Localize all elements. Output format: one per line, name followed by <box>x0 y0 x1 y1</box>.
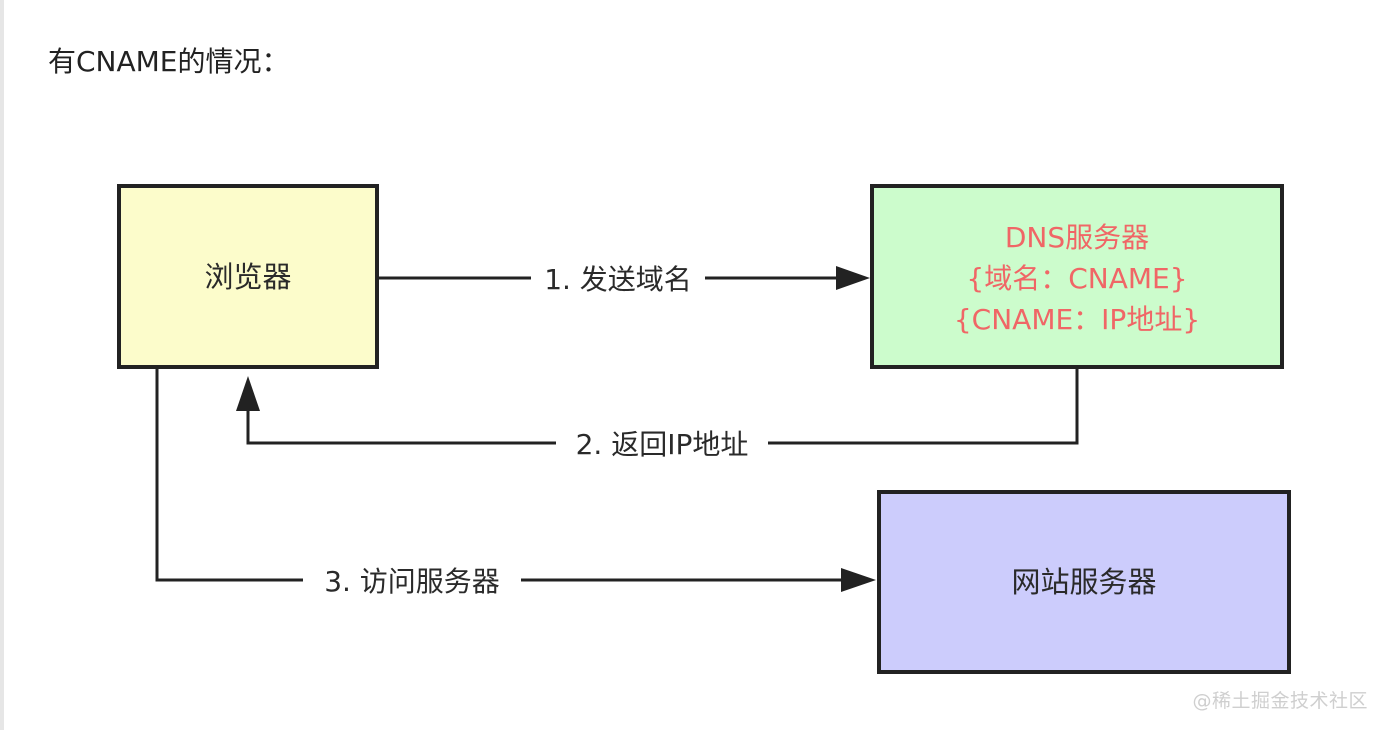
watermark: @稀土掘金技术社区 <box>1192 690 1368 712</box>
edge-visit-server-arrowhead <box>841 568 876 592</box>
edge-visit-server-label-bg <box>303 560 521 600</box>
browser-label: 浏览器 <box>204 260 291 294</box>
edge-visit-server-line <box>155 369 842 582</box>
edge-send-domain-arrowhead <box>836 266 870 290</box>
dns-server-node <box>870 184 1284 369</box>
edge-send-domain-label: 1. 发送域名 <box>544 263 692 296</box>
website-server-label: 网站服务器 <box>1011 565 1156 599</box>
dns-record-cname-ip: {CNAME：IP地址} <box>954 303 1200 336</box>
page-heading: 有CNAME的情况： <box>48 45 290 78</box>
edge-return-ip-label: 2. 返回IP地址 <box>576 428 749 461</box>
left-border <box>0 0 4 730</box>
browser-node <box>117 184 379 369</box>
edge-return-ip-label-bg <box>556 423 768 463</box>
dns-server-title: DNS服务器 <box>1005 221 1149 254</box>
website-server-node <box>877 490 1291 674</box>
edge-send-domain-label-bg <box>531 258 705 298</box>
edge-return-ip-arrowhead <box>236 376 260 411</box>
edge-visit-server-label: 3. 访问服务器 <box>324 565 500 598</box>
dns-record-domain-cname: {域名：CNAME} <box>966 262 1187 295</box>
